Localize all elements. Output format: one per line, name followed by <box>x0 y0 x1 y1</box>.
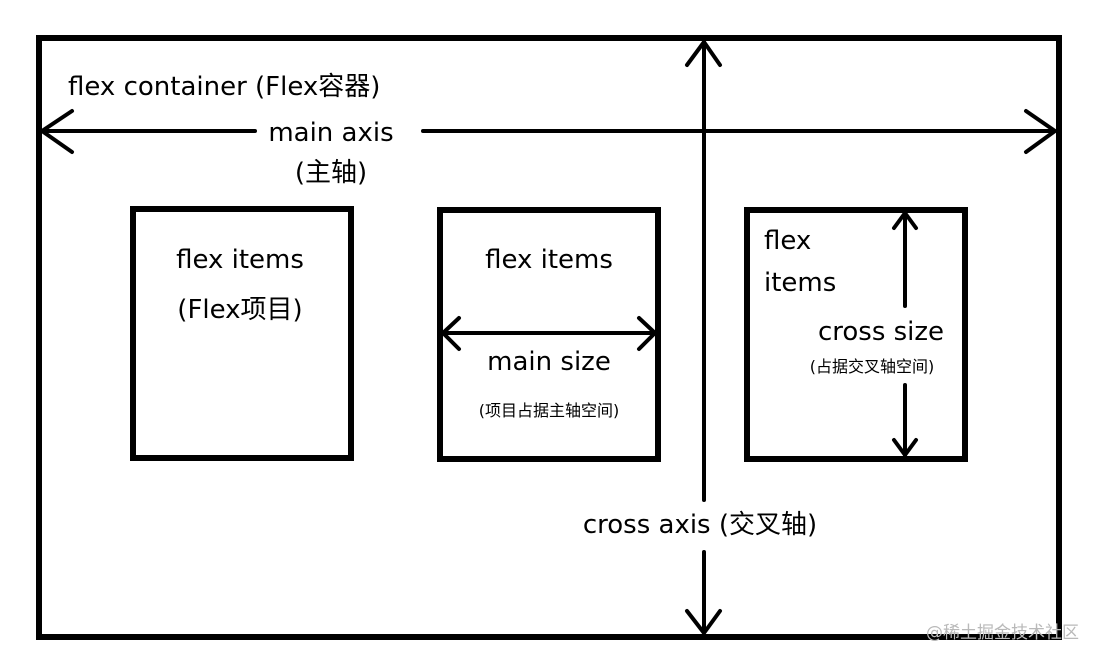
flex-container-box <box>36 35 1062 640</box>
flex-item-box-2 <box>437 207 661 462</box>
flex-item-3-label-line1: flex <box>764 226 811 256</box>
cross-size-label: cross size <box>818 317 944 347</box>
flex-item-box-1 <box>130 206 354 461</box>
cross-size-arrow <box>892 211 918 457</box>
cross-axis-label: cross axis (交叉轴) <box>583 510 817 540</box>
watermark: @稀土掘金技术社区 <box>926 623 1079 643</box>
cross-axis-arrow <box>685 40 722 635</box>
main-axis-label: main axis <box>268 118 393 148</box>
main-size-label: main size <box>487 347 611 377</box>
flex-container-label: flex container (Flex容器) <box>68 72 380 102</box>
main-size-arrow <box>441 316 657 351</box>
main-axis-label-cn: (主轴) <box>295 158 367 188</box>
flex-item-2-label: flex items <box>485 245 613 275</box>
main-size-label-cn: (项目占据主轴空间) <box>479 401 620 420</box>
flex-item-1-label-cn: (Flex项目) <box>177 295 302 325</box>
flex-item-box-3 <box>744 207 968 462</box>
main-axis-arrow <box>40 109 1057 154</box>
flex-item-1-label: flex items <box>176 245 304 275</box>
flex-item-3-label-line2: items <box>764 268 836 298</box>
cross-size-label-cn: (占据交叉轴空间) <box>810 357 935 376</box>
